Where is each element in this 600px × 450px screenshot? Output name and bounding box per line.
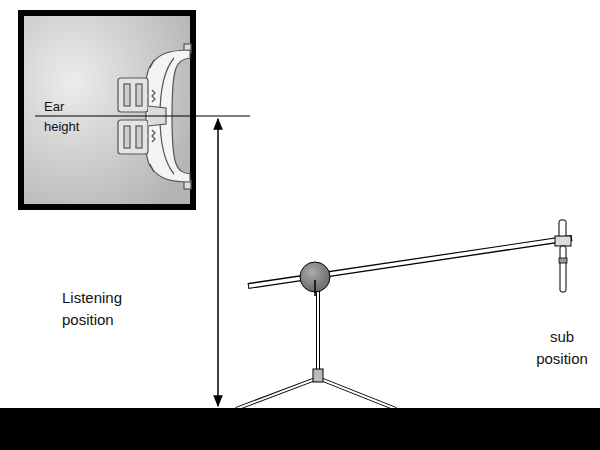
ear-height-label: Ear height [44,97,94,137]
speaker-cabinet [21,13,193,207]
height-arrow [217,119,219,406]
ear-height-line [35,116,250,117]
listening-position-label: Listening position [62,287,142,331]
floor [0,408,600,450]
sub-position-label: sub position [530,326,594,370]
microphone [555,220,571,292]
mic-stand [236,238,572,409]
